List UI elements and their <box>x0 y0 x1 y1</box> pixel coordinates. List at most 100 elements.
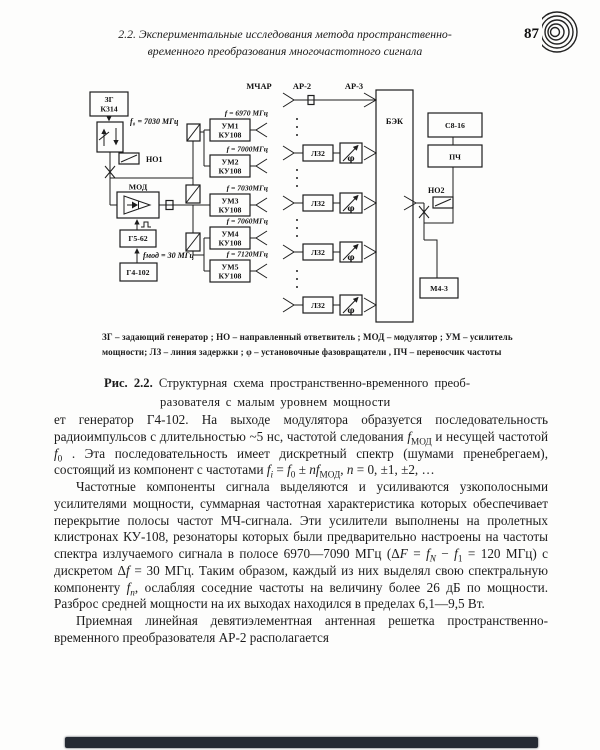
g4-block <box>119 262 158 282</box>
g5-block <box>119 229 157 248</box>
horn-antenna-icon <box>363 145 377 161</box>
phase-shifter-icon <box>339 142 363 164</box>
g4-label: Г4-102 <box>126 268 149 277</box>
pch-label: ПЧ <box>449 153 461 162</box>
caption-label: Рис. 2.2. <box>104 376 153 390</box>
svg-text:УМ1: УМ1 <box>222 122 239 131</box>
svg-text:КУ108: КУ108 <box>219 206 242 215</box>
array-row-direct <box>282 92 377 108</box>
svg-text:КУ108: КУ108 <box>219 167 242 176</box>
caption-text: Структурная схема пространственно-времен… <box>158 376 471 390</box>
bek-block <box>375 89 414 323</box>
page-number-badge: 87 <box>508 11 578 53</box>
s8-label: С8-16 <box>445 121 465 130</box>
paragraph: Частотные компоненты сигнала выделяются … <box>54 479 548 612</box>
svg-text:КУ108: КУ108 <box>219 131 242 140</box>
horn-antenna-icon <box>255 230 268 246</box>
um2-freq-label: f = 7000МГц <box>227 145 268 154</box>
horn-antenna-icon <box>255 122 268 138</box>
svg-text:φ: φ <box>347 153 354 163</box>
bek-output-antenna <box>403 195 424 211</box>
horn-antenna-icon <box>363 244 377 260</box>
fmod-label: fмод = 30 МГц <box>143 251 195 260</box>
svg-text:ЛЗ2: ЛЗ2 <box>311 199 325 208</box>
divider-bottom-icon <box>185 232 201 252</box>
divider-top-icon <box>186 123 201 142</box>
modulator-block <box>116 191 160 219</box>
horn-antenna-icon <box>282 244 295 260</box>
um3-freq-label: f = 7030МГц <box>227 184 268 193</box>
no1-label: НО1 <box>146 155 162 164</box>
um3-block: f = 7030МГц УМ3 КУ108 <box>209 184 268 217</box>
block-diagram: ЗГ К314 f₀ = 7030 МГц НО1 МОД <box>89 82 483 323</box>
array-row-lz: ЛЗ2 φ <box>282 241 377 263</box>
legend-line-1: ЗГ – задающий генератор ; НО – направлен… <box>102 332 513 342</box>
array-row-lz: ЛЗ2 φ <box>282 142 377 164</box>
horn-antenna-icon <box>255 197 268 213</box>
no2-label: НО2 <box>428 186 444 195</box>
s8-block <box>427 112 483 138</box>
svg-text:φ: φ <box>347 203 354 213</box>
badge-mask <box>508 14 542 50</box>
phase-shifter-icon <box>339 192 363 214</box>
um4-block: f = 7060МГц УМ4 КУ108 <box>209 217 268 250</box>
svg-text:УМ3: УМ3 <box>222 197 239 206</box>
horn-antenna-icon <box>255 263 268 279</box>
um5-block: f = 7120МГц УМ5 КУ108 <box>209 250 268 283</box>
page-number: 87 <box>524 26 540 42</box>
um4-freq-label: f = 7060МГц <box>227 217 268 226</box>
array-row-lz: ЛЗ2 φ <box>282 294 377 316</box>
horn-antenna-icon <box>363 195 377 211</box>
svg-text:КУ108: КУ108 <box>219 272 242 281</box>
body-text: ет генератор Г4-102. На выходе модулятор… <box>54 412 548 647</box>
m4-label: М4-3 <box>430 284 448 293</box>
horn-antenna-icon <box>282 92 295 108</box>
svg-text:φ: φ <box>347 252 354 262</box>
phase-shifter-icon <box>339 241 363 263</box>
um2-block: f = 7000МГц УМ2 КУ108 <box>209 145 268 178</box>
figure-legend: ЗГ – задающий генератор ; НО – направлен… <box>102 330 513 359</box>
array-row-lz: ЛЗ2 φ <box>282 192 377 214</box>
header-line-1: 2.2. Экспериментальные исследования мето… <box>118 27 452 41</box>
svg-text:ЛЗ2: ЛЗ2 <box>311 149 325 158</box>
um1-freq-label: f = 6970 МГц <box>225 109 268 118</box>
svg-text:УМ2: УМ2 <box>222 158 239 167</box>
mod-label: МОД <box>129 183 148 192</box>
divider-mid-icon <box>185 184 201 204</box>
wire <box>424 239 438 278</box>
svg-text:КУ108: КУ108 <box>219 239 242 248</box>
page-edge-scan-bar <box>65 737 538 748</box>
caption-line-1: Рис. 2.2. Структурная схема пространстве… <box>104 374 470 393</box>
wire <box>424 167 454 224</box>
zg-model-label: К314 <box>100 105 117 114</box>
header-line-2: временного преобразования многочастотног… <box>147 44 423 58</box>
horn-antenna-icon <box>282 297 295 313</box>
running-header: 2.2. Экспериментальные исследования мето… <box>70 26 500 60</box>
horn-antenna-icon <box>403 195 417 211</box>
svg-text:УМ5: УМ5 <box>222 263 239 272</box>
horn-antenna-icon <box>255 158 268 174</box>
legend-line-2: мощности; ЛЗ – линия задержки ; φ – уста… <box>102 346 502 357</box>
isolator-icon <box>165 199 174 211</box>
g5-label: Г5-62 <box>128 234 147 243</box>
spiral-icon <box>536 11 578 53</box>
paragraph: Приемная линейная девятиэлементная антен… <box>54 613 548 645</box>
carrier-frequency-label: f₀ = 7030 МГц <box>130 117 179 126</box>
um1-block: f = 6970 МГц УМ1 КУ108 <box>209 109 268 142</box>
um5-freq-label: f = 7120МГц <box>227 250 268 259</box>
attenuator-icon <box>96 121 124 153</box>
m4-block <box>419 277 459 299</box>
zg-label: ЗГ <box>104 95 113 104</box>
horn-antenna-icon <box>282 145 295 161</box>
ellipsis-dots <box>296 118 298 288</box>
ar3-label: АР-3 <box>345 82 363 91</box>
svg-text:УМ4: УМ4 <box>222 230 239 239</box>
caption-line-2: разователя с малым уровнем мощности <box>160 394 391 409</box>
pulse-icon <box>141 221 151 228</box>
no1-coupler-icon <box>104 152 140 179</box>
ar2-label: АР-2 <box>293 82 311 91</box>
bek-label: БЭК <box>386 117 403 126</box>
isolator-icon <box>307 94 315 106</box>
horn-antenna-icon <box>363 297 377 313</box>
